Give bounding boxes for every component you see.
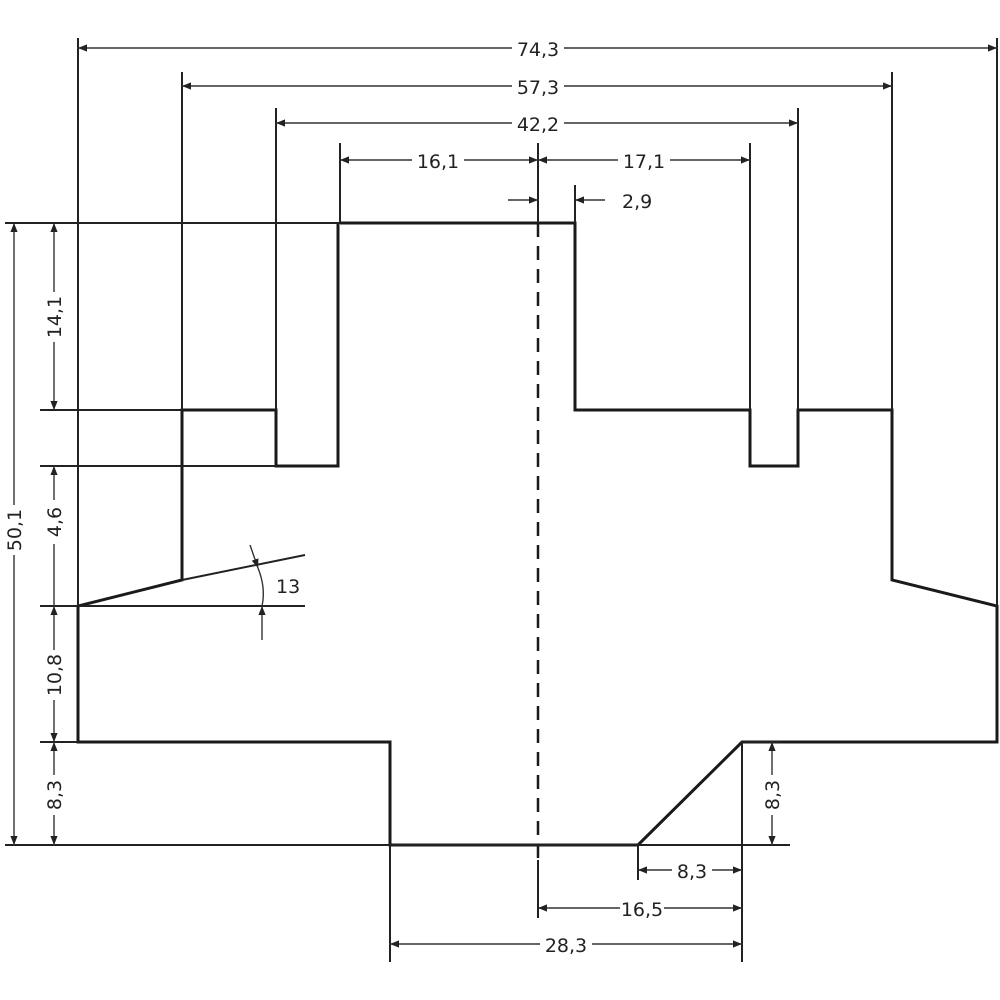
- label-foot-span: 28,3: [545, 935, 587, 957]
- extension-lines: [5, 38, 998, 962]
- label-center-to-right-slot: 17,1: [623, 151, 665, 173]
- label-center-to-right-foot: 16,5: [621, 899, 663, 921]
- label-foot-height-left: 8,3: [44, 780, 66, 810]
- label-shoulder-width: 57,3: [517, 77, 559, 99]
- label-left-to-center: 16,1: [417, 151, 459, 173]
- dimension-labels: 74,3 57,3 42,2 16,1 17,1 2,9 50,1 14,1 4…: [2, 38, 784, 957]
- label-overall-width: 74,3: [517, 39, 559, 61]
- label-foot-height-right: 8,3: [762, 780, 784, 810]
- label-overall-height: 50,1: [4, 509, 26, 551]
- label-angle: 13: [276, 576, 300, 598]
- label-side-height: 10,8: [44, 654, 66, 696]
- label-top-offset: 2,9: [622, 191, 652, 213]
- label-chamfer-width: 8,3: [677, 861, 707, 883]
- label-slot-outer-width: 42,2: [517, 114, 559, 136]
- dimension-lines: [10, 44, 997, 948]
- label-slot-depth: 4,6: [44, 507, 66, 537]
- label-top-step-height: 14,1: [44, 296, 66, 338]
